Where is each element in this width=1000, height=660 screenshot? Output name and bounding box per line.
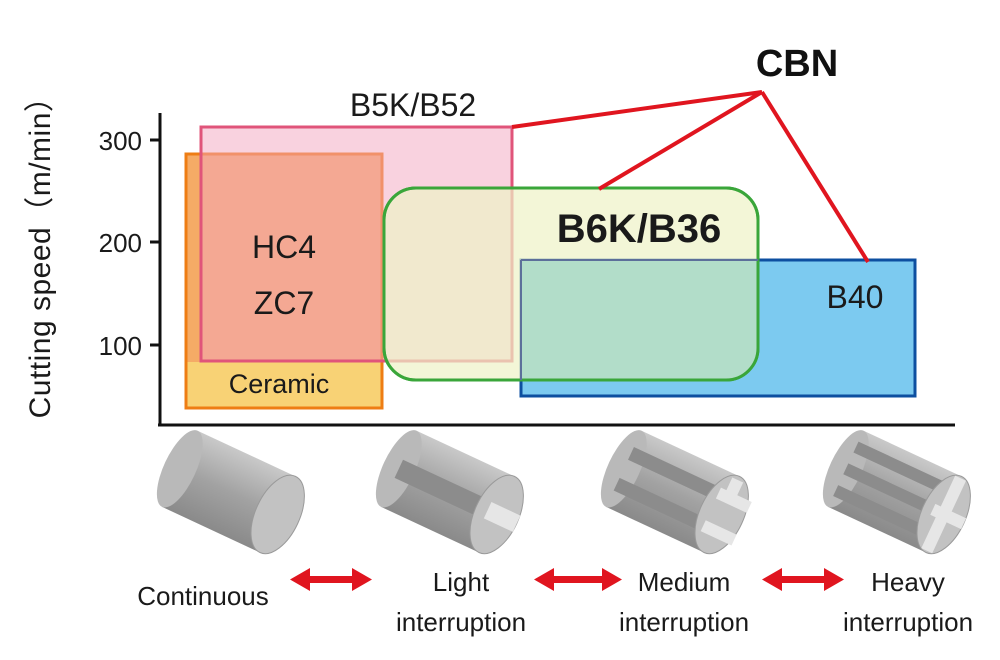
tick-label-100: 100 (99, 331, 142, 361)
category-medium-line2: interruption (619, 607, 749, 637)
cylinder-solid-icon (156, 430, 305, 555)
axes: 300 200 100 (99, 113, 955, 427)
b5k-b52-label: B5K/B52 (350, 87, 476, 123)
arrow-continuous-light (290, 568, 372, 591)
category-continuous: Continuous (137, 581, 269, 611)
zc7-label: ZC7 (254, 285, 314, 321)
b6k-b36-label: B6K/B36 (557, 207, 722, 251)
tick-label-300: 300 (99, 126, 142, 156)
category-heavy-line1: Heavy (871, 567, 945, 597)
tick-label-200: 200 (99, 228, 142, 258)
category-medium-line1: Medium (638, 567, 730, 597)
b6k-b36-outline (382, 186, 760, 382)
arrow-medium-heavy (762, 568, 844, 591)
cylinder-two-groove-icon (600, 430, 752, 555)
y-axis-label: Cutting speed（m/min） (24, 82, 57, 419)
arrows (290, 568, 844, 591)
cylinder-three-groove-icon (822, 430, 971, 555)
category-heavy-line2: interruption (843, 607, 973, 637)
b40-label: B40 (827, 279, 884, 315)
hc4-label: HC4 (252, 229, 316, 265)
cbn-callout-label: CBN (756, 43, 838, 85)
b6k-b40-overlap (521, 260, 758, 380)
arrow-light-medium (534, 568, 622, 591)
category-light-line2: interruption (396, 607, 526, 637)
cylinder-one-groove-icon (375, 430, 524, 555)
category-light-line1: Light (433, 567, 490, 597)
cbn-callout-lines (511, 90, 870, 264)
ceramic-label: Ceramic (229, 369, 330, 399)
